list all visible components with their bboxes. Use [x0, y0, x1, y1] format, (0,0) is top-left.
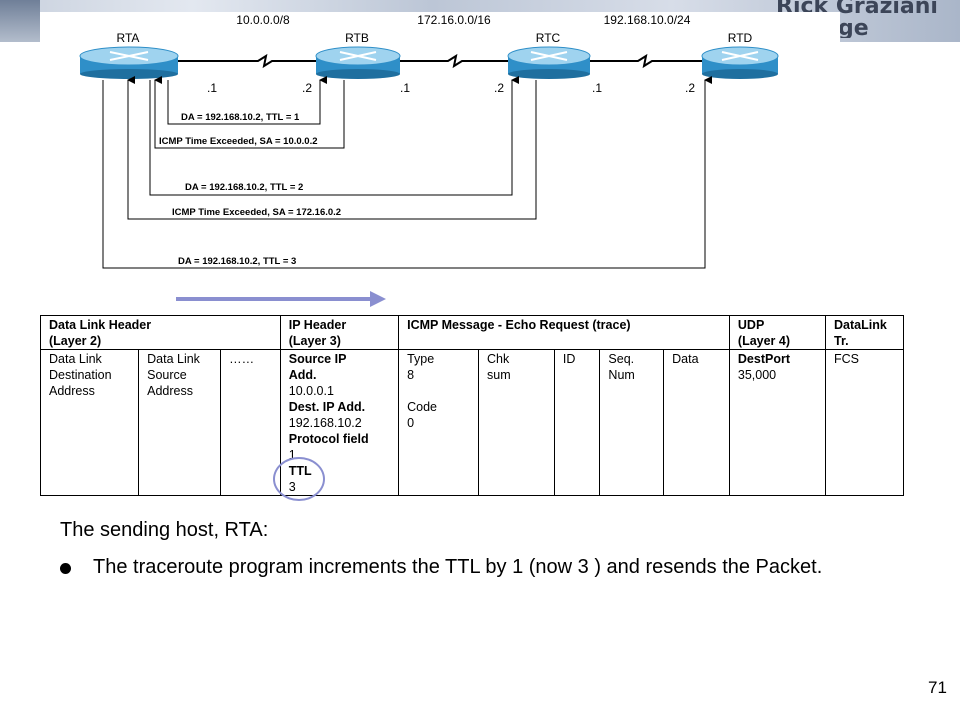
field-fcs: FCS [825, 349, 904, 496]
field-text: Type [407, 352, 435, 366]
diagram-backdrop [40, 12, 840, 52]
field-text: 8 [407, 368, 415, 382]
trace-label-ttl2: DA = 192.168.10.2, TTL = 2 [185, 182, 303, 193]
field-text: FCS [834, 352, 860, 366]
field-type-code: Type 8 Code 0 [398, 349, 480, 496]
interface-label: .2 [302, 81, 312, 95]
header-udp-layer: (Layer 4) [737, 334, 791, 348]
header-icmp: ICMP Message - Echo Request (trace) [398, 315, 730, 350]
interface-label: .1 [400, 81, 410, 95]
bullet-icon [60, 563, 71, 574]
trace-path-ttl3 [102, 76, 712, 269]
router-icon-rtc [507, 46, 591, 79]
field-value: 192.168.10.2 [288, 416, 362, 430]
field-label: Dest. IP Add. [288, 400, 366, 414]
field-dl-source: Data Link Source Address [138, 349, 222, 496]
caption-text: The sending host, RTA: [60, 519, 269, 541]
interface-label: .2 [494, 81, 504, 95]
field-text: Data [672, 352, 699, 366]
trace-label-icmp-rtb: ICMP Time Exceeded, SA = 10.0.0.2 [159, 136, 318, 147]
field-text: Data Link [49, 352, 102, 366]
router-label-rta: RTA [117, 31, 140, 45]
serial-link-1 [178, 53, 316, 69]
network-label-3: 192.168.10.0/24 [604, 13, 691, 27]
field-dl-destination: Data Link Destination Address [39, 349, 140, 496]
header-icmp-title: ICMP Message - Echo Request (trace) [407, 318, 631, 332]
header-trailer: DataLink Tr. [825, 315, 904, 350]
router-label-rtd: RTD [728, 31, 753, 45]
router-icon-rtd [701, 46, 779, 79]
field-label: Protocol field [288, 432, 369, 446]
field-label: Source IP [288, 352, 347, 366]
page-number: 71 [928, 678, 947, 697]
banner-decoration [0, 0, 40, 42]
header-trailer-sub: Tr. [834, 334, 849, 348]
trace-path-ttl2 [149, 76, 519, 196]
header-data-link-title: Data Link Header [49, 318, 152, 332]
network-label-1: 10.0.0.0/8 [236, 13, 290, 27]
trace-path-icmp-rtb [154, 76, 345, 149]
field-value: 1 [288, 448, 296, 462]
direction-arrow [176, 291, 386, 307]
field-label: Add. [288, 368, 317, 382]
field-udp: DestPort 35,000 [728, 349, 827, 496]
field-text: Address [147, 384, 193, 398]
trace-label-ttl1: DA = 192.168.10.2, TTL = 1 [181, 112, 300, 123]
packet-frame-table: Data Link Header (Layer 2) IP Header (La… [39, 315, 904, 496]
serial-link-3 [590, 53, 702, 69]
field-data: Data [663, 349, 730, 496]
header-udp-title: UDP [737, 318, 765, 332]
bullet-text: The traceroute program increments the TT… [93, 556, 823, 578]
field-text: 0 [407, 416, 415, 430]
field-spacer [407, 383, 474, 399]
header-ip-title: IP Header [288, 318, 347, 332]
field-text: sum [487, 368, 511, 382]
trace-path-icmp-rtc [127, 76, 537, 220]
trace-path-ttl1 [167, 76, 327, 125]
trace-label-icmp-rtc: ICMP Time Exceeded, SA = 172.16.0.2 [172, 207, 341, 218]
network-diagram: 10.0.0.0/8 172.16.0.0/16 192.168.10.0/24… [79, 13, 779, 269]
router-icon-rtb [315, 46, 401, 79]
interface-label: .1 [207, 81, 217, 95]
field-text: ID [562, 352, 576, 366]
field-checksum: Chk sum [478, 349, 555, 496]
serial-link-2 [400, 53, 508, 69]
ttl-highlight-circle [273, 457, 325, 501]
header-ip: IP Header (Layer 3) [279, 315, 400, 350]
field-id: ID [553, 349, 601, 496]
field-text: Address [49, 384, 95, 398]
field-text: Destination [49, 368, 112, 382]
header-udp: UDP (Layer 4) [728, 315, 827, 350]
field-text: Data Link [147, 352, 200, 366]
frame-header-row: Data Link Header (Layer 2) IP Header (La… [40, 315, 904, 350]
field-text: Code [407, 400, 437, 414]
banner-author-line2: ge [838, 16, 869, 39]
field-value: 10.0.0.1 [288, 384, 334, 398]
header-trailer-title: DataLink [834, 318, 887, 332]
router-label-rtb: RTB [345, 31, 369, 45]
field-value: 35,000 [737, 368, 777, 382]
router-icon-rta [79, 46, 179, 79]
frame-fields-row: Data Link Destination Address Data Link … [39, 349, 904, 496]
field-text: Source [147, 368, 187, 382]
header-ip-layer: (Layer 3) [288, 334, 341, 348]
field-text: …… [229, 352, 255, 366]
field-text: Seq. [608, 352, 635, 366]
router-label-rtc: RTC [536, 31, 561, 45]
interface-label: .1 [592, 81, 602, 95]
trace-label-ttl3: DA = 192.168.10.2, TTL = 3 [178, 256, 296, 267]
header-data-link: Data Link Header (Layer 2) [40, 315, 281, 350]
field-text: Chk [487, 352, 510, 366]
network-label-2: 172.16.0.0/16 [417, 13, 491, 27]
field-sequence: Seq. Num [599, 349, 665, 496]
interface-label: .2 [685, 81, 695, 95]
field-text: Num [608, 368, 635, 382]
field-label: DestPort [737, 352, 790, 366]
header-data-link-layer: (Layer 2) [49, 334, 102, 348]
field-ellipsis: …… [220, 349, 281, 496]
